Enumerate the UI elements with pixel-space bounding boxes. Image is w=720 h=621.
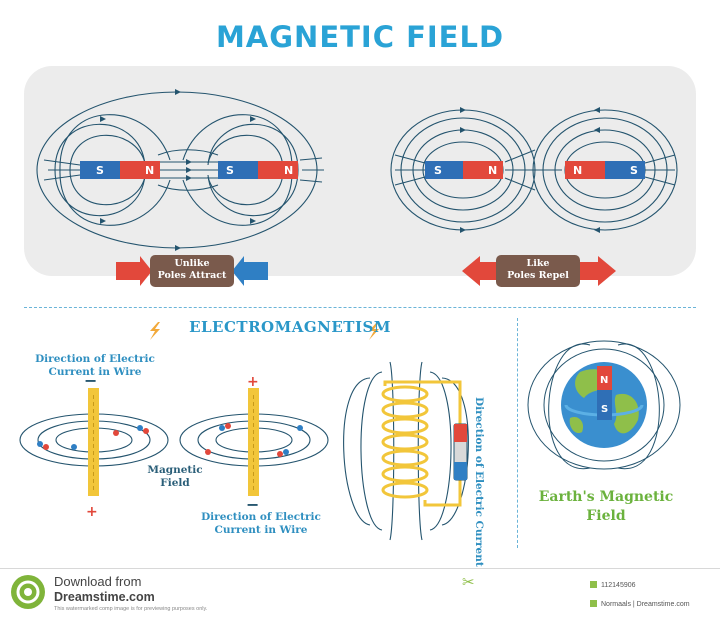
pole-north: N [284, 164, 293, 177]
lightning-icon [369, 322, 379, 340]
pole-north: N [145, 164, 154, 177]
diagram-canvas: S N S N S N N S [19, 89, 681, 541]
wire-current-caption-bottom: Direction of Electric Current in Wire [201, 511, 321, 536]
earth-magnet: N S [597, 366, 612, 420]
magnetic-field-caption: Magnetic Field [147, 464, 203, 489]
pole-north: N [600, 375, 608, 386]
plus-sign: + [86, 504, 98, 520]
battery-icon [453, 423, 468, 481]
watermark-footer [0, 568, 720, 621]
solenoid-field [343, 361, 469, 541]
earth-caption: Earth's Magnetic Field [538, 489, 674, 524]
attract-arrows [116, 255, 268, 287]
coil-current-caption: Direction of Electric Current in Wire [473, 397, 485, 614]
minus-sign: − [84, 371, 97, 390]
download-from-text: Download from [54, 574, 142, 589]
pole-south: S [630, 164, 638, 177]
pole-north: N [488, 164, 497, 177]
wire-1 [88, 388, 99, 496]
earth-field [527, 340, 681, 470]
vertical-divider [517, 318, 518, 548]
lightning-icon [150, 322, 160, 340]
image-id: 112145906 [590, 581, 636, 589]
solenoid-coil [381, 380, 462, 507]
arrow-dots-right [460, 107, 600, 233]
minus-sign: − [246, 495, 259, 514]
unlike-field-lines [36, 91, 324, 249]
magnet-3: S N [425, 161, 503, 179]
like-poles-label: Like Poles Repel [507, 258, 569, 281]
download-logo-icon[interactable] [10, 574, 46, 610]
magnet-1: S N [80, 161, 160, 179]
magnet-4: N S [565, 161, 645, 179]
unlike-poles-label: Unlike Poles Attract [157, 258, 227, 281]
main-title: MAGNETIC FIELD [215, 20, 505, 54]
charges-2 [205, 423, 303, 457]
pole-south: S [226, 164, 234, 177]
repel-arrows [462, 255, 616, 287]
wire-current-caption-top: Direction of Electric Current in Wire [35, 353, 155, 378]
dreamstime-link[interactable]: Dreamstime.com [54, 590, 155, 604]
pole-north: N [573, 164, 582, 177]
wire-2 [248, 388, 259, 496]
watermark-note: This watermarked comp image is for previ… [54, 606, 208, 612]
horizontal-divider [24, 307, 696, 308]
magnet-2: S N [218, 161, 298, 179]
charges-1 [37, 425, 149, 450]
user-credit: Normaals | Dreamstime.com [590, 600, 690, 608]
electromagnetism-title: ELECTROMAGNETISM [189, 318, 391, 336]
scissors-icon: ✂ [462, 573, 475, 591]
pole-south: S [601, 404, 608, 415]
pole-south: S [434, 164, 442, 177]
plus-sign: + [247, 374, 259, 390]
pole-south: S [96, 164, 104, 177]
arrow-dots [100, 89, 256, 251]
